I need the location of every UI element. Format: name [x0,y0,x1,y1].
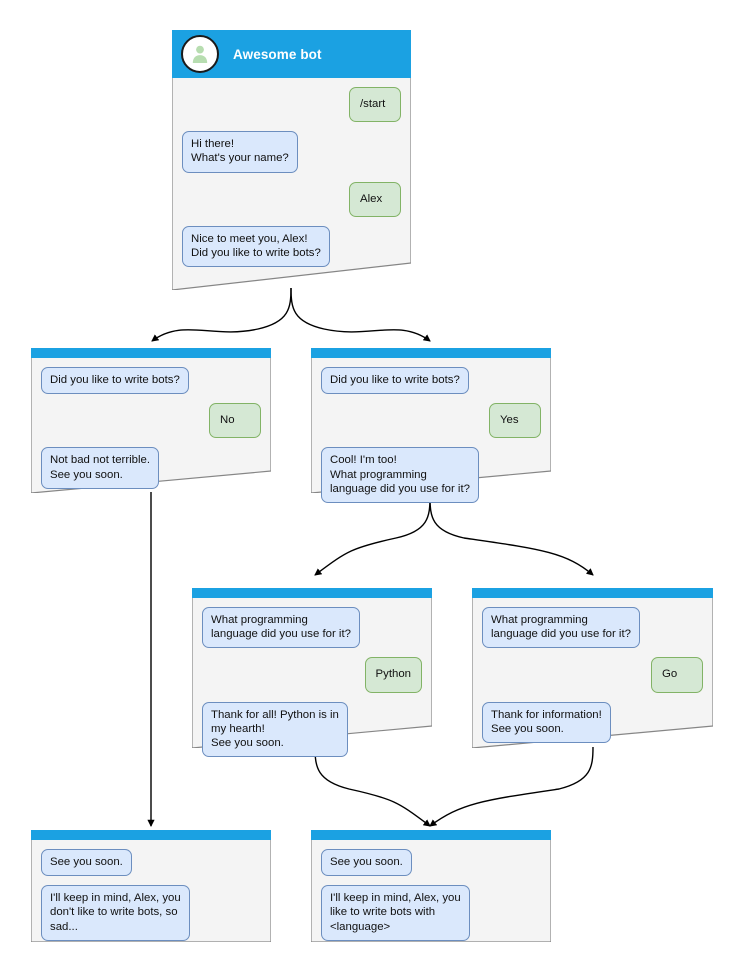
end-sad-node[interactable]: See you soon. I'll keep in mind, Alex, y… [31,830,271,942]
message-row: Did you like to write bots? [41,367,261,395]
message-row: I'll keep in mind, Alex, you like to wri… [321,885,541,941]
message-row: Did you like to write bots? [321,367,541,395]
edge-root-to-no [151,287,292,342]
user-message-bubble[interactable]: Python [364,657,422,693]
message-row: See you soon. [321,849,541,877]
message-row: Not bad not terrible. See you soon. [41,447,261,489]
end-happy-node[interactable]: See you soon. I'll keep in mind, Alex, y… [311,830,551,942]
bot-message-bubble[interactable]: What programming language did you use fo… [202,607,360,649]
message-row: Hi there! What's your name? [182,131,401,173]
message-row: Yes [321,403,541,439]
message-row: Alex [182,181,401,217]
edge-root-to-yes [290,287,431,342]
message-list: Did you like to write bots? No Not bad n… [31,358,271,499]
message-row: What programming language did you use fo… [202,607,422,649]
bot-message-bubble[interactable]: Thank for information! See you soon. [482,701,611,744]
message-list: See you soon. I'll keep in mind, Alex, y… [31,840,271,951]
bot-message-bubble[interactable]: I'll keep in mind, Alex, you don't like … [41,885,190,941]
go-branch-node[interactable]: What programming language did you use fo… [472,588,713,748]
message-list: /start Hi there! What's your name? Alex … [172,78,411,277]
bot-message-bubble[interactable]: See you soon. [41,849,132,877]
bot-message-bubble[interactable]: Not bad not terrible. See you soon. [41,447,160,489]
bot-title: Awesome bot [233,46,322,62]
message-row: Thank for information! See you soon. [482,701,703,744]
card-header [192,588,432,598]
bot-message-bubble[interactable]: Cool! I'm too! What programming language… [321,447,479,504]
message-list: See you soon. I'll keep in mind, Alex, y… [311,840,551,951]
message-row: Go [482,657,703,693]
message-row: No [41,403,261,439]
message-row: What programming language did you use fo… [482,607,703,649]
user-message-bubble[interactable]: No [209,403,261,439]
yes-branch-node[interactable]: Did you like to write bots? Yes Cool! I'… [311,348,551,504]
bot-message-bubble[interactable]: See you soon. [321,849,412,877]
no-branch-node[interactable]: Did you like to write bots? No Not bad n… [31,348,271,493]
message-list: What programming language did you use fo… [472,598,713,753]
bot-message-bubble[interactable]: Did you like to write bots? [41,367,189,395]
message-row: I'll keep in mind, Alex, you don't like … [41,885,261,941]
card-header [311,348,551,358]
card-header [31,830,271,840]
card-header [472,588,713,598]
bot-message-bubble[interactable]: I'll keep in mind, Alex, you like to wri… [321,885,470,941]
message-row: /start [182,87,401,123]
bot-message-bubble[interactable]: Hi there! What's your name? [182,131,298,173]
bot-message-bubble[interactable]: Did you like to write bots? [321,367,469,395]
card-header [311,830,551,840]
bot-message-bubble[interactable]: Thank for all! Python is in my hearth! S… [202,701,348,758]
user-message-bubble[interactable]: Yes [489,403,541,439]
message-list: Did you like to write bots? Yes Cool! I'… [311,358,551,513]
bot-message-bubble[interactable]: Nice to meet you, Alex! Did you like to … [182,225,330,268]
card-header: Awesome bot [172,30,411,78]
message-row: See you soon. [41,849,261,877]
edge-go-to-end-happy [429,746,594,827]
start-node[interactable]: Awesome bot /start Hi there! What's your… [172,30,411,290]
user-message-bubble[interactable]: Alex [349,181,401,217]
python-branch-node[interactable]: What programming language did you use fo… [192,588,432,758]
card-header [31,348,271,358]
message-list: What programming language did you use fo… [192,598,432,767]
person-avatar-icon [181,35,219,73]
bot-message-bubble[interactable]: What programming language did you use fo… [482,607,640,649]
message-row: Nice to meet you, Alex! Did you like to … [182,225,401,268]
user-message-bubble[interactable]: Go [651,657,703,693]
message-row: Python [202,657,422,693]
message-row: Thank for all! Python is in my hearth! S… [202,701,422,758]
user-message-bubble[interactable]: /start [349,87,401,123]
message-row: Cool! I'm too! What programming language… [321,447,541,504]
